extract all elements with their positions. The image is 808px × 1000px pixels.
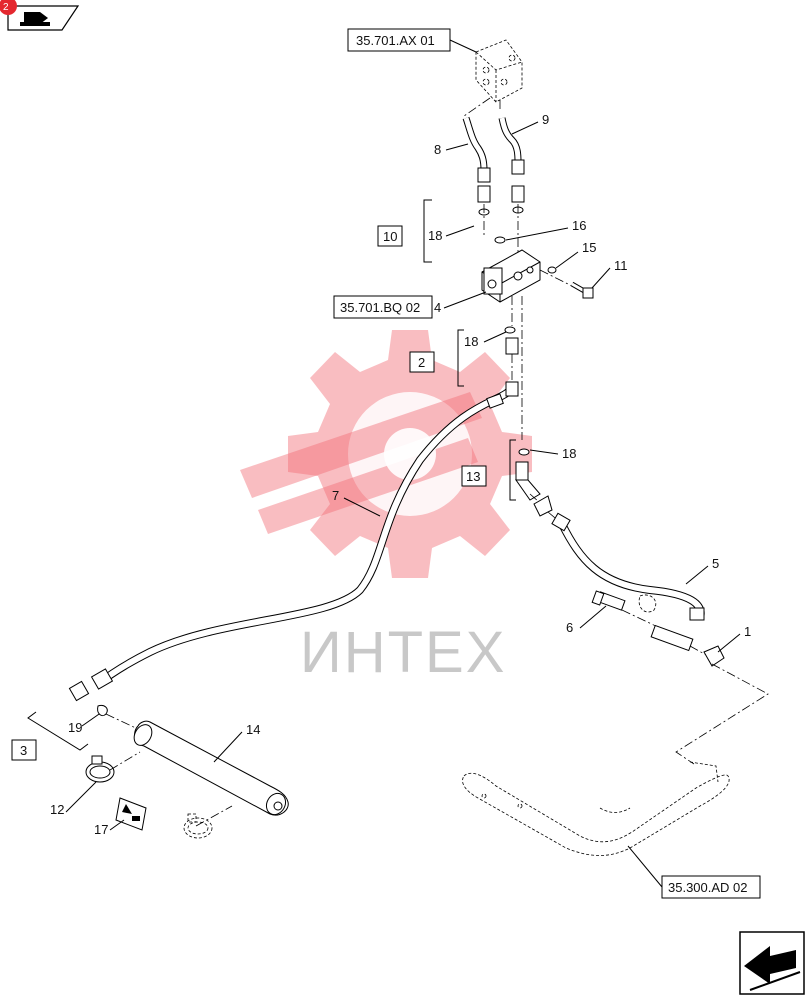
book-navigation-icon[interactable] xyxy=(7,5,80,31)
callout-17: 17 xyxy=(94,822,108,837)
group-box-10[interactable] xyxy=(377,225,403,247)
tee-fitting xyxy=(533,495,553,517)
callout-15: 15 xyxy=(582,240,596,255)
filter-14 xyxy=(133,720,289,816)
callout-14: 14 xyxy=(246,722,260,737)
page-badge-icon: 2 xyxy=(0,0,17,15)
reference-box-bq02[interactable] xyxy=(333,295,433,319)
callout-19: 19 xyxy=(68,720,82,735)
reference-label-bq02[interactable]: 35.701.BQ 02 xyxy=(340,300,420,315)
pipe-segment xyxy=(650,624,694,652)
warning-decal-17 xyxy=(115,797,147,831)
group-label-2[interactable]: 2 xyxy=(418,355,425,370)
clamp-12 xyxy=(85,755,115,783)
watermark-logo xyxy=(240,330,532,578)
callout-1: 1 xyxy=(744,624,751,639)
group-box-2[interactable] xyxy=(409,351,435,373)
reference-label-ad02[interactable]: 35.300.AD 02 xyxy=(668,880,748,895)
callout-16: 16 xyxy=(572,218,586,233)
callout-11: 11 xyxy=(614,258,628,273)
group-label-10[interactable]: 10 xyxy=(383,229,397,244)
adapter-left xyxy=(477,185,491,203)
group-label-3[interactable]: 3 xyxy=(20,743,27,758)
elbow-fitting-13 xyxy=(515,461,541,501)
watermark-text: ИНТЕХ xyxy=(300,620,506,685)
adapter-mid xyxy=(505,337,519,355)
clamp-lower xyxy=(183,813,213,839)
hose-5 xyxy=(551,512,705,621)
seal-19 xyxy=(97,705,108,717)
tank-outline xyxy=(462,761,730,856)
callout-8: 8 xyxy=(434,142,441,157)
reference-label-ax01[interactable]: 35.701.AX 01 xyxy=(356,33,435,48)
tube-9 xyxy=(498,117,525,175)
group-box-13[interactable] xyxy=(461,465,487,487)
callout-18-top: 18 xyxy=(428,228,442,243)
callout-9: 9 xyxy=(542,112,549,127)
check-valve-6 xyxy=(591,590,626,611)
callout-6: 6 xyxy=(566,620,573,635)
adapter-right xyxy=(511,185,525,203)
washer-15 xyxy=(547,266,557,274)
svg-text:2: 2 xyxy=(3,2,9,13)
bolt-11 xyxy=(570,281,594,299)
group-label-13[interactable]: 13 xyxy=(466,469,480,484)
callout-5: 5 xyxy=(712,556,719,571)
manifold-block xyxy=(475,39,523,103)
valve-block xyxy=(481,249,541,303)
tube-8 xyxy=(462,116,491,183)
group-box-3[interactable] xyxy=(11,739,37,761)
hose-7 xyxy=(68,381,519,702)
callout-4: 4 xyxy=(434,300,441,315)
callout-12: 12 xyxy=(50,802,64,817)
next-page-arrow-icon[interactable] xyxy=(739,931,805,995)
callout-18-mid: 18 xyxy=(464,334,478,349)
callout-7: 7 xyxy=(332,488,339,503)
callout-18-low: 18 xyxy=(562,446,576,461)
